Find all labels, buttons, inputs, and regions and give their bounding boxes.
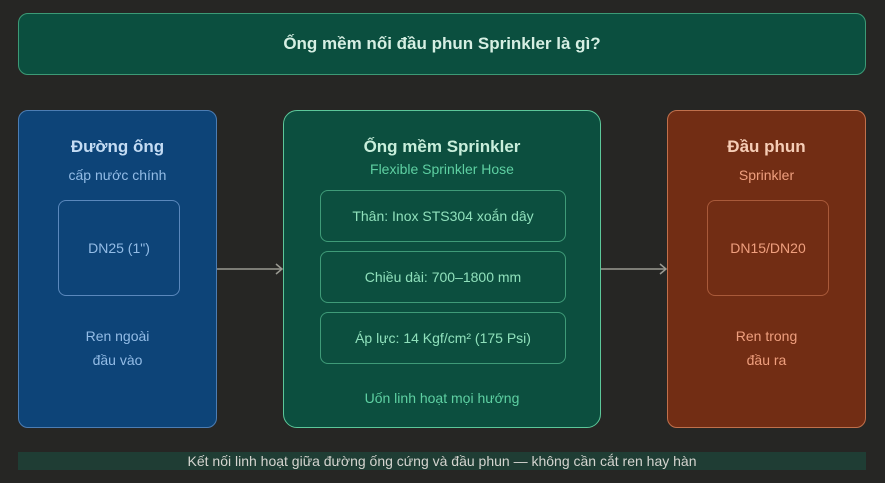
arrow-hose-to-sprinkler	[601, 263, 668, 275]
sprinkler-head-card: Đầu phun Sprinkler DN15/DN20 Ren trong đ…	[667, 110, 866, 428]
arrow-pipe-to-hose	[217, 263, 284, 275]
main-pipe-note-1: Ren ngoài	[85, 328, 150, 344]
sprinkler-subheading: Sprinkler	[738, 167, 795, 183]
hose-spec-material: Thân: Inox STS304 xoắn dây	[320, 190, 566, 242]
main-pipe-heading: Đường ống	[70, 137, 165, 156]
flexible-hose-card: Ống mềm Sprinkler Flexible Sprinkler Hos…	[283, 110, 601, 428]
hose-subheading: Flexible Sprinkler Hose	[370, 161, 514, 177]
main-pipe-note-2: đầu vào	[92, 352, 143, 368]
hose-note: Uốn linh hoạt mọi hướng	[364, 390, 520, 406]
hose-spec-pressure: Áp lực: 14 Kgf/cm² (175 Psi)	[320, 312, 566, 364]
diagram-title: Ống mềm nối đầu phun Sprinkler là gì?	[18, 13, 866, 75]
hose-spec-length: Chiều dài: 700–1800 mm	[320, 251, 566, 303]
sprinkler-spec: DN15/DN20	[707, 200, 829, 296]
main-pipe-subheading: cấp nước chính	[68, 167, 167, 183]
main-pipe-card: Đường ống cấp nước chính DN25 (1") Ren n…	[18, 110, 217, 428]
sprinkler-note-1: Ren trong	[735, 328, 798, 344]
footer-caption: Kết nối linh hoạt giữa đường ống cứng và…	[18, 452, 866, 470]
sprinkler-note-2: đầu ra	[746, 352, 787, 368]
main-pipe-spec: DN25 (1")	[58, 200, 180, 296]
sprinkler-heading: Đầu phun	[727, 137, 806, 156]
hose-heading: Ống mềm Sprinkler	[363, 137, 521, 156]
